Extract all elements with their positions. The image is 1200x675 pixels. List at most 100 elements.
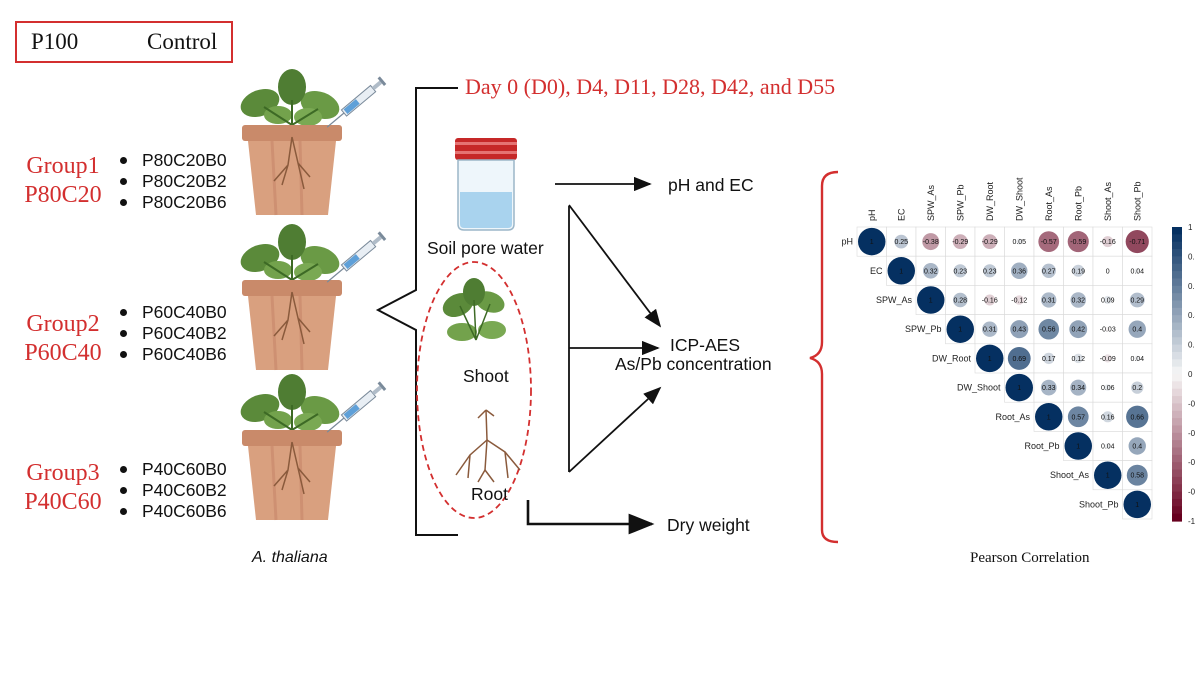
heatmap-circle	[1129, 292, 1145, 308]
heatmap-circle	[1035, 403, 1063, 431]
heatmap-row-label: Shoot_Pb	[1079, 499, 1119, 509]
arrow-root-to-icp	[568, 386, 662, 473]
results-red-brace	[809, 170, 839, 544]
heatmap-value-label: 1	[1076, 444, 1080, 451]
colorbar-tick-label: -0.8	[1188, 488, 1195, 497]
heatmap-value-label: 0.05	[1012, 239, 1026, 246]
group3-plant-pot	[235, 372, 388, 522]
colorbar-segment	[1172, 476, 1182, 485]
heatmap-value-label: 1	[870, 239, 874, 246]
heatmap-circle	[1067, 231, 1089, 253]
colorbar-segment	[1172, 278, 1182, 287]
colorbar-segment	[1172, 506, 1182, 515]
colorbar-segment	[1172, 410, 1182, 419]
heatmap-value-label: 0.04	[1130, 268, 1144, 275]
heatmap-circle	[946, 315, 974, 343]
heatmap-circle	[1105, 443, 1111, 449]
heatmap-value-label: 0.23	[953, 268, 967, 275]
colorbar-tick-label: -0.6	[1188, 458, 1195, 467]
heatmap-circle	[1010, 320, 1029, 339]
heatmap-value-label: 0.31	[983, 327, 997, 334]
heatmap-row-label: Root_Pb	[1024, 441, 1059, 451]
heatmap-circle	[1126, 405, 1149, 428]
heatmap-row-label: SPW_Pb	[905, 324, 942, 334]
root-icon	[455, 409, 521, 483]
heatmap-circle	[1102, 236, 1114, 248]
group3-label: Group3 P40C60	[8, 459, 118, 517]
heatmap-value-label: -0.16	[982, 298, 998, 305]
heatmap-value-label: 0.4	[1132, 444, 1142, 451]
list-item: P40C60B0	[118, 459, 227, 480]
heatmap-row-label: Root_As	[995, 412, 1030, 422]
heatmap-circle	[1014, 295, 1025, 305]
colorbar-segment	[1172, 366, 1182, 375]
heatmap-cell	[1092, 255, 1123, 286]
heatmap-cell	[1122, 372, 1153, 403]
heatmap-circle	[1104, 384, 1112, 391]
heatmap-value-label: 0.43	[1012, 327, 1026, 334]
icp-aes-label: ICP-AES As/Pb concentration	[615, 336, 772, 374]
heatmap-row-label: pH	[841, 237, 853, 247]
heatmap-circle	[1103, 295, 1112, 305]
legend-control-label: Control	[147, 29, 218, 54]
colorbar-segment	[1172, 403, 1182, 412]
colorbar-segment	[1172, 359, 1182, 368]
heatmap-circle	[983, 264, 997, 278]
heatmap-circle	[1123, 490, 1151, 519]
heatmap-value-label: 1	[929, 298, 933, 305]
heatmap-circle	[1067, 406, 1089, 428]
colorbar-tick-label: 0.2	[1188, 341, 1195, 350]
heatmap-circle	[1038, 318, 1060, 340]
heatmap-column-label: Root_As	[1044, 186, 1054, 221]
colorbar-tick-label: -1	[1188, 517, 1195, 526]
heatmap-value-label: 0.57	[1071, 414, 1085, 421]
colorbar-segment	[1172, 234, 1182, 243]
heatmap-circle	[1016, 238, 1023, 245]
colorbar-segment	[1172, 293, 1182, 302]
colorbar-segment	[1172, 491, 1182, 500]
shoot-label: Shoot	[463, 366, 509, 386]
group2-treatment-list: P60C40B0 P60C40B2 P60C40B6	[118, 302, 227, 365]
heatmap-value-label: 1	[899, 268, 903, 275]
colorbar-segment	[1172, 432, 1182, 441]
heatmap-value-label: -0.09	[1100, 356, 1116, 363]
colorbar-segment	[1172, 285, 1182, 294]
heatmap-value-label: 0.19	[1071, 268, 1085, 275]
heatmap-value-label: 0.04	[1130, 356, 1144, 363]
heatmap-circle	[982, 234, 998, 250]
colorbar-segment	[1172, 469, 1182, 478]
colorbar-tick-label: 0.8	[1188, 252, 1195, 261]
heatmap-value-label: 0.69	[1012, 356, 1026, 363]
heatmap-column-label: Root_Pb	[1073, 186, 1083, 221]
colorbar-segment	[1172, 396, 1182, 404]
heatmap-value-label: 1	[1047, 414, 1051, 421]
heatmap-circle	[1007, 346, 1031, 370]
colorbar-segment	[1172, 381, 1182, 390]
heatmap-value-label: 0.42	[1071, 327, 1085, 334]
heatmap-circle	[1102, 411, 1114, 423]
plant-tissue-dashed-ellipse	[416, 261, 532, 519]
heatmap-value-label: -0.38	[923, 239, 939, 246]
soil-pore-water-jar-icon	[455, 138, 517, 231]
heatmap-circle	[1041, 263, 1056, 278]
heatmap-value-label: 0	[1106, 268, 1110, 275]
colorbar-segment	[1172, 440, 1182, 449]
treatment-legend-box: P100 Control	[15, 21, 233, 63]
heatmap-column-label: pH	[867, 209, 877, 221]
heatmap-value-label: -0.29	[952, 239, 968, 246]
legend-p100-label: P100	[31, 29, 79, 54]
heatmap-value-label: 1	[1135, 502, 1139, 509]
heatmap-circle	[1126, 464, 1148, 486]
heatmap-circle	[1103, 354, 1112, 363]
heatmap-value-label: 1	[958, 327, 962, 334]
heatmap-row-label: SPW_As	[876, 295, 913, 305]
heatmap-column-label: Shoot_As	[1103, 181, 1113, 221]
heatmap-circle	[1094, 461, 1122, 489]
heatmap-value-label: 1	[1017, 385, 1021, 392]
heatmap-circle	[1105, 326, 1111, 332]
heatmap-column-label: Shoot_Pb	[1132, 181, 1142, 221]
heatmap-circle	[953, 264, 967, 278]
colorbar-segment	[1172, 388, 1182, 397]
heatmap-value-label: -0.29	[982, 239, 998, 246]
